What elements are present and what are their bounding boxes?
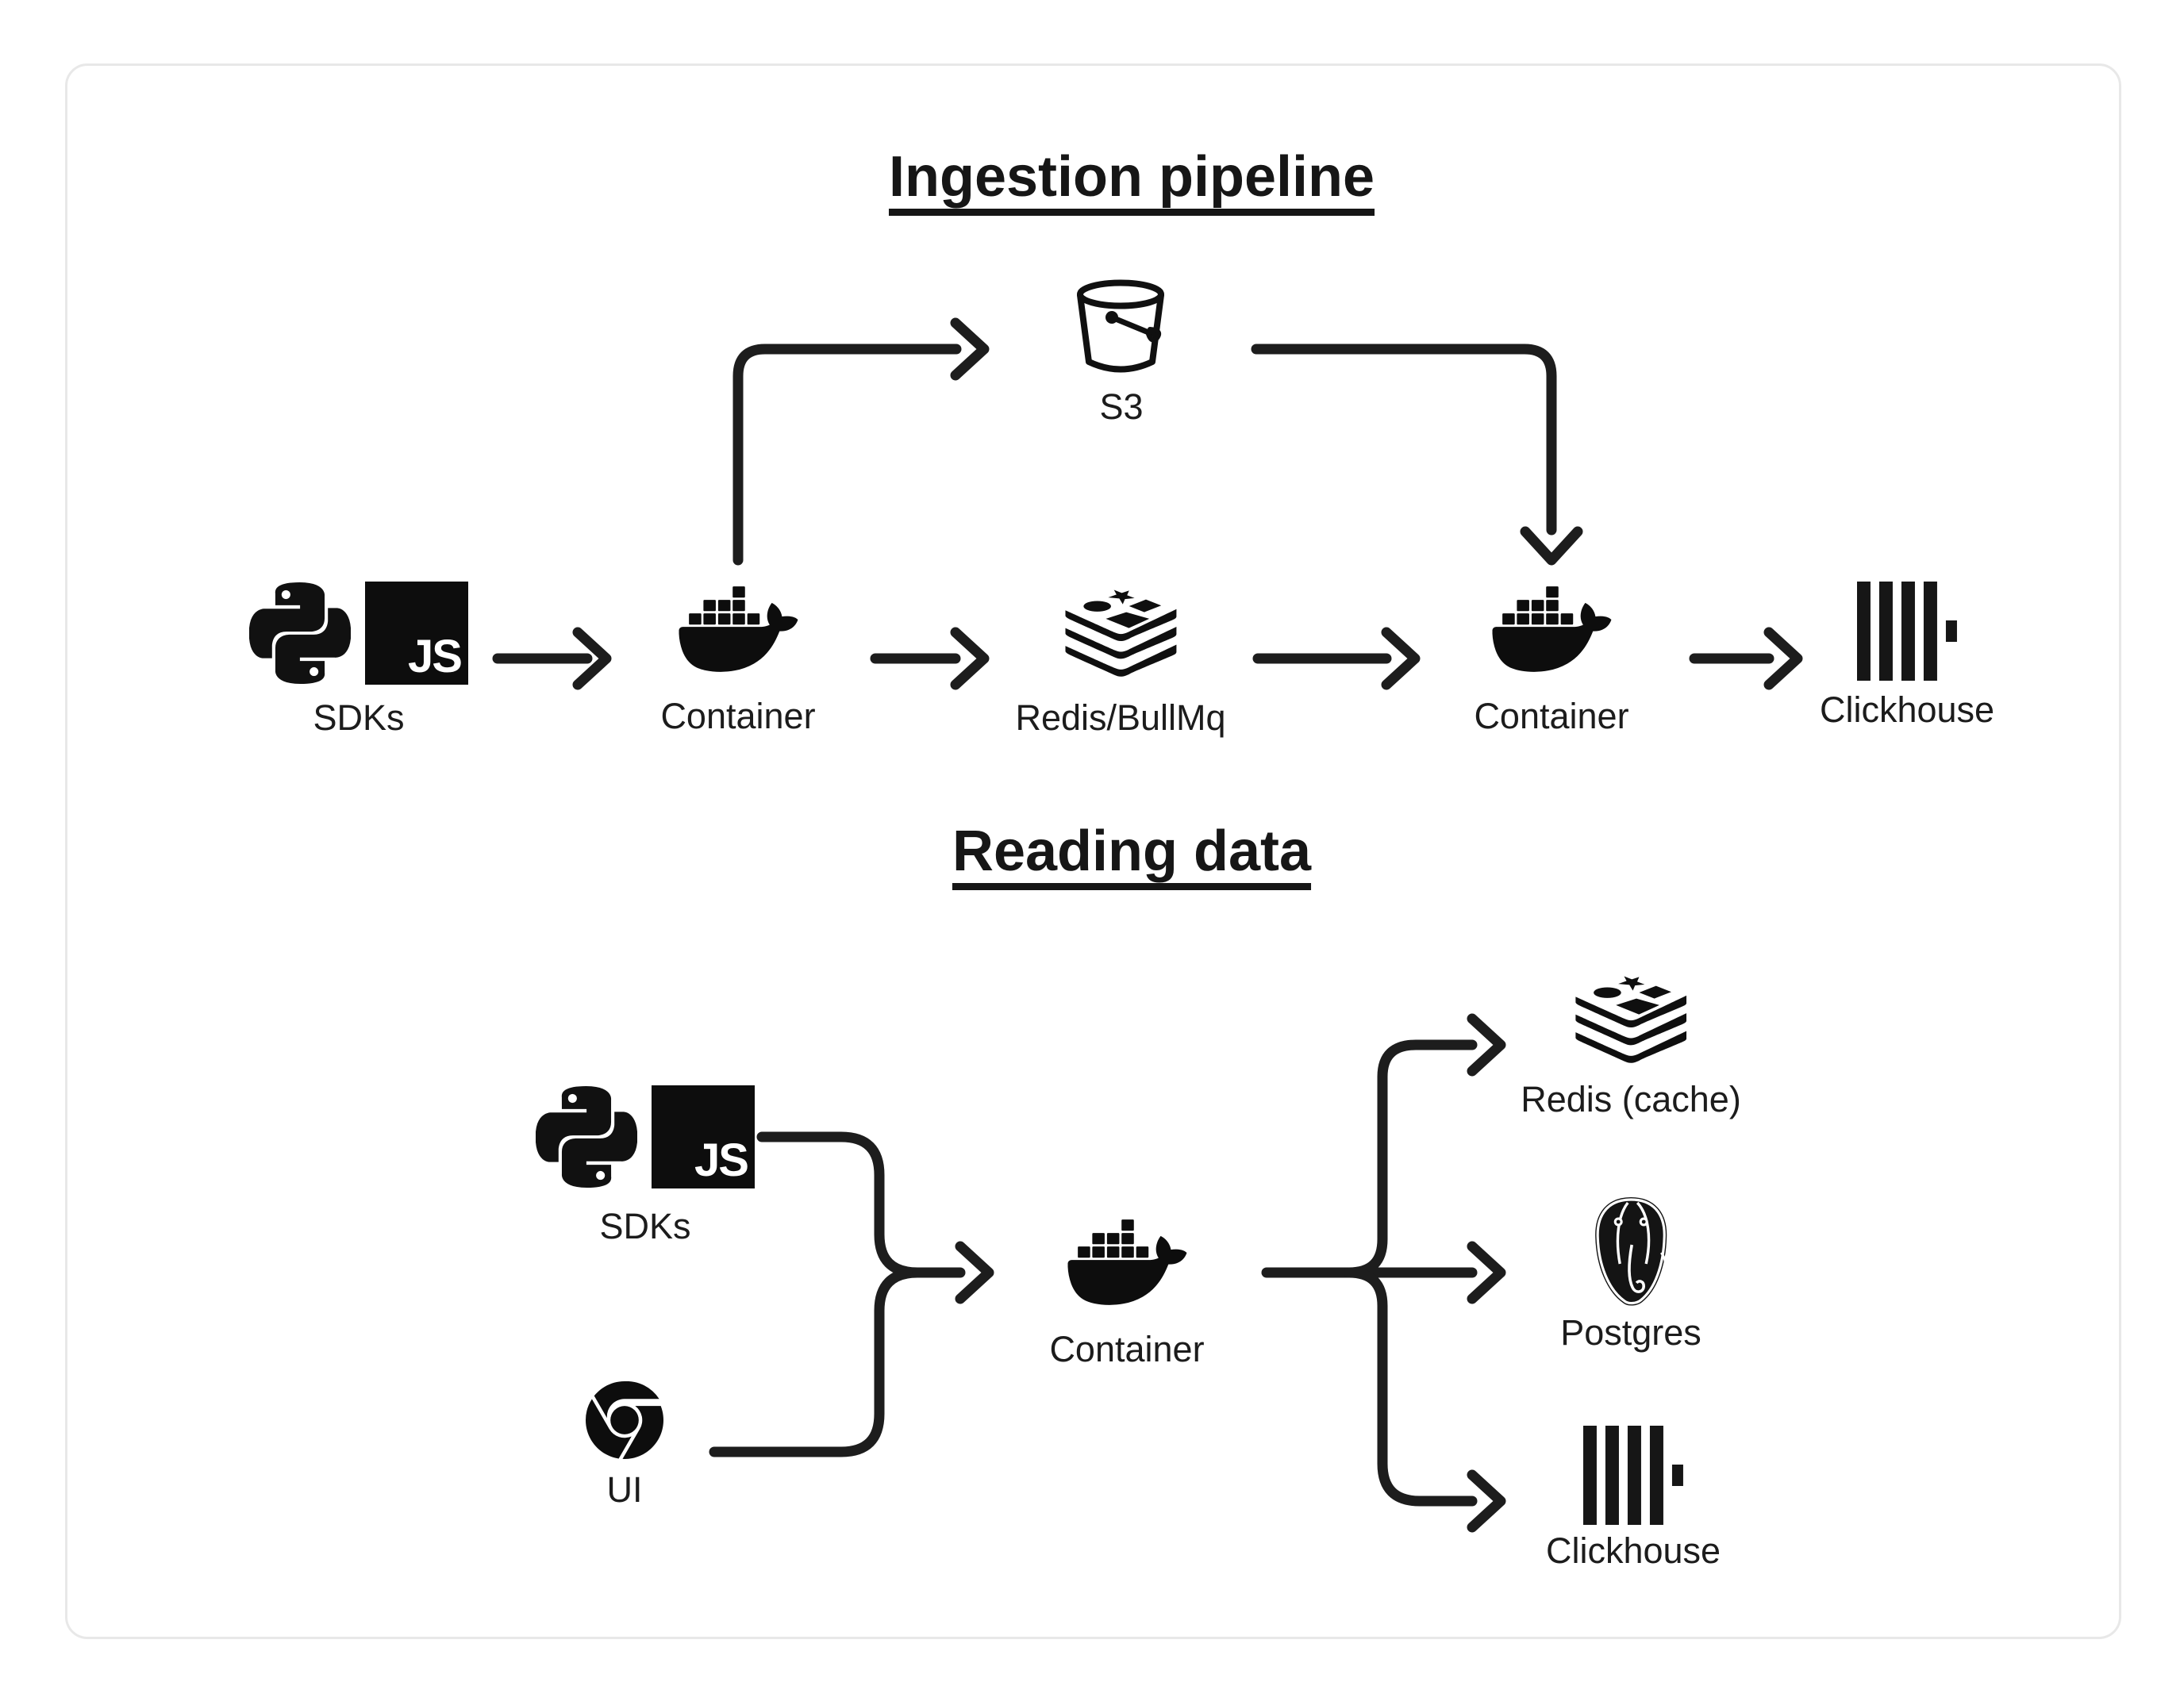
node-label: UI bbox=[606, 1469, 643, 1510]
docker-icon bbox=[1067, 1203, 1186, 1322]
ingestion-title: Ingestion pipeline bbox=[888, 145, 1375, 209]
node-label: Container bbox=[1474, 696, 1629, 736]
node-label: SDKs bbox=[313, 697, 405, 738]
docker-icon bbox=[1492, 570, 1611, 689]
node-label: Redis/BullMq bbox=[1015, 697, 1226, 738]
node-ingestion-container-2: Container bbox=[1474, 578, 1629, 736]
node-label: S3 bbox=[1099, 386, 1144, 427]
javascript-icon-text: JS bbox=[694, 1135, 749, 1186]
node-ingestion-s3: S3 bbox=[1075, 279, 1167, 424]
diagram-card bbox=[65, 63, 2121, 1639]
node-label: Container bbox=[1049, 1329, 1205, 1369]
node-reading-redis-cache: Redis (cache) bbox=[1521, 964, 1741, 1117]
node-reading-container: Container bbox=[1049, 1211, 1205, 1369]
node-reading-clickhouse: Clickhouse bbox=[1546, 1426, 1721, 1569]
docker-icon bbox=[679, 570, 798, 689]
chrome-icon bbox=[586, 1381, 663, 1459]
node-reading-sdks: JS SDKs bbox=[536, 1081, 755, 1244]
node-ingestion-sdks: JS SDKs bbox=[249, 578, 468, 735]
node-label: Clickhouse bbox=[1819, 689, 1995, 730]
javascript-icon: JS bbox=[365, 582, 468, 685]
node-label: Redis (cache) bbox=[1521, 1079, 1741, 1119]
s3-bucket-icon bbox=[1075, 279, 1167, 381]
node-reading-postgres: Postgres bbox=[1560, 1196, 1701, 1350]
reading-title: Reading data bbox=[952, 820, 1312, 883]
redis-icon bbox=[1575, 964, 1686, 1075]
javascript-icon-text: JS bbox=[408, 631, 463, 682]
node-ingestion-clickhouse: Clickhouse bbox=[1820, 582, 1994, 728]
node-label: SDKs bbox=[599, 1206, 691, 1246]
node-label: Container bbox=[660, 696, 816, 736]
javascript-icon: JS bbox=[652, 1085, 755, 1188]
node-reading-ui: UI bbox=[586, 1381, 663, 1507]
python-icon bbox=[249, 582, 351, 684]
redis-icon bbox=[1065, 578, 1176, 689]
node-ingestion-container-1: Container bbox=[660, 578, 816, 736]
node-label: Clickhouse bbox=[1545, 1530, 1721, 1571]
clickhouse-icon bbox=[1583, 1426, 1683, 1525]
node-label: Postgres bbox=[1560, 1312, 1701, 1353]
python-icon bbox=[536, 1086, 637, 1188]
node-ingestion-redis: Redis/BullMq bbox=[1015, 578, 1226, 738]
clickhouse-icon bbox=[1857, 582, 1957, 681]
postgres-icon bbox=[1591, 1196, 1671, 1307]
